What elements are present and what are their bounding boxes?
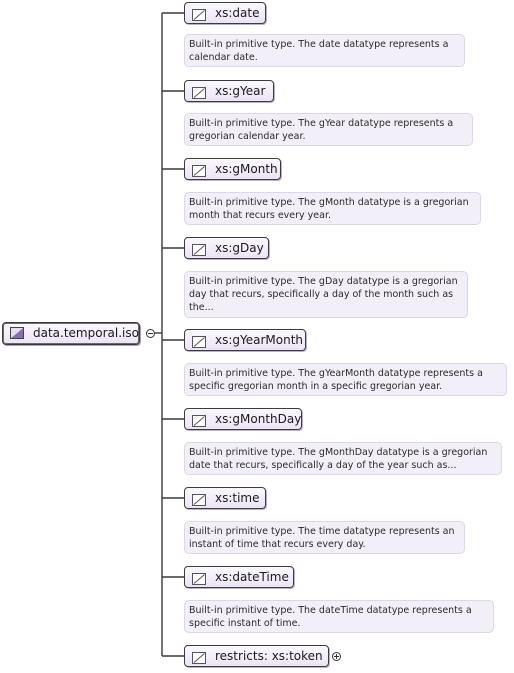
simple-type-node[interactable]: xs:time <box>184 487 266 509</box>
restriction-label: restricts: xs:token <box>215 649 323 663</box>
simple-type-icon <box>192 650 206 664</box>
simple-type-icon <box>192 85 206 99</box>
type-label: xs:gYearMonth <box>215 333 304 347</box>
annotation-box: Built-in primitive type. The date dataty… <box>184 34 465 67</box>
simple-type-icon <box>192 242 206 256</box>
annotation-box: Built-in primitive type. The time dataty… <box>184 521 465 554</box>
simple-type-node-root[interactable]: data.temporal.iso <box>2 322 140 345</box>
simple-type-icon <box>192 7 206 21</box>
restriction-node[interactable]: restricts: xs:token <box>184 645 329 667</box>
simple-type-node[interactable]: xs:date <box>184 2 266 24</box>
annotation-box: Built-in primitive type. The gYear datat… <box>184 113 473 146</box>
simple-type-node[interactable]: xs:gYear <box>184 80 274 102</box>
type-label: xs:gYear <box>215 84 266 98</box>
annotation-box: Built-in primitive type. The gMonthDay d… <box>184 442 502 475</box>
type-label: xs:gDay <box>215 241 264 255</box>
simple-type-node[interactable]: xs:gDay <box>184 237 269 259</box>
type-label: xs:dateTime <box>215 570 289 584</box>
type-label: xs:gMonthDay <box>215 412 302 426</box>
simple-type-icon <box>192 334 206 348</box>
simple-type-node[interactable]: xs:gMonth <box>184 158 281 180</box>
type-label: xs:date <box>215 6 260 20</box>
expand-toggle[interactable] <box>332 652 341 661</box>
simple-type-node[interactable]: xs:gYearMonth <box>184 329 306 351</box>
annotation-box: Built-in primitive type. The gMonth data… <box>184 192 481 225</box>
annotation-box: Built-in primitive type. The gDay dataty… <box>184 271 468 318</box>
simple-type-icon <box>10 327 24 339</box>
annotation-box: Built-in primitive type. The dateTime da… <box>184 600 494 633</box>
type-label: xs:gMonth <box>215 162 278 176</box>
simple-type-icon <box>192 413 206 427</box>
collapse-toggle[interactable] <box>146 329 155 338</box>
type-label: xs:time <box>215 491 260 505</box>
annotation-box: Built-in primitive type. The gYearMonth … <box>184 363 507 396</box>
root-type-label: data.temporal.iso <box>33 326 139 340</box>
simple-type-node[interactable]: xs:dateTime <box>184 566 294 588</box>
simple-type-icon <box>192 492 206 506</box>
simple-type-node[interactable]: xs:gMonthDay <box>184 408 302 430</box>
simple-type-icon <box>192 571 206 585</box>
simple-type-icon <box>192 163 206 177</box>
